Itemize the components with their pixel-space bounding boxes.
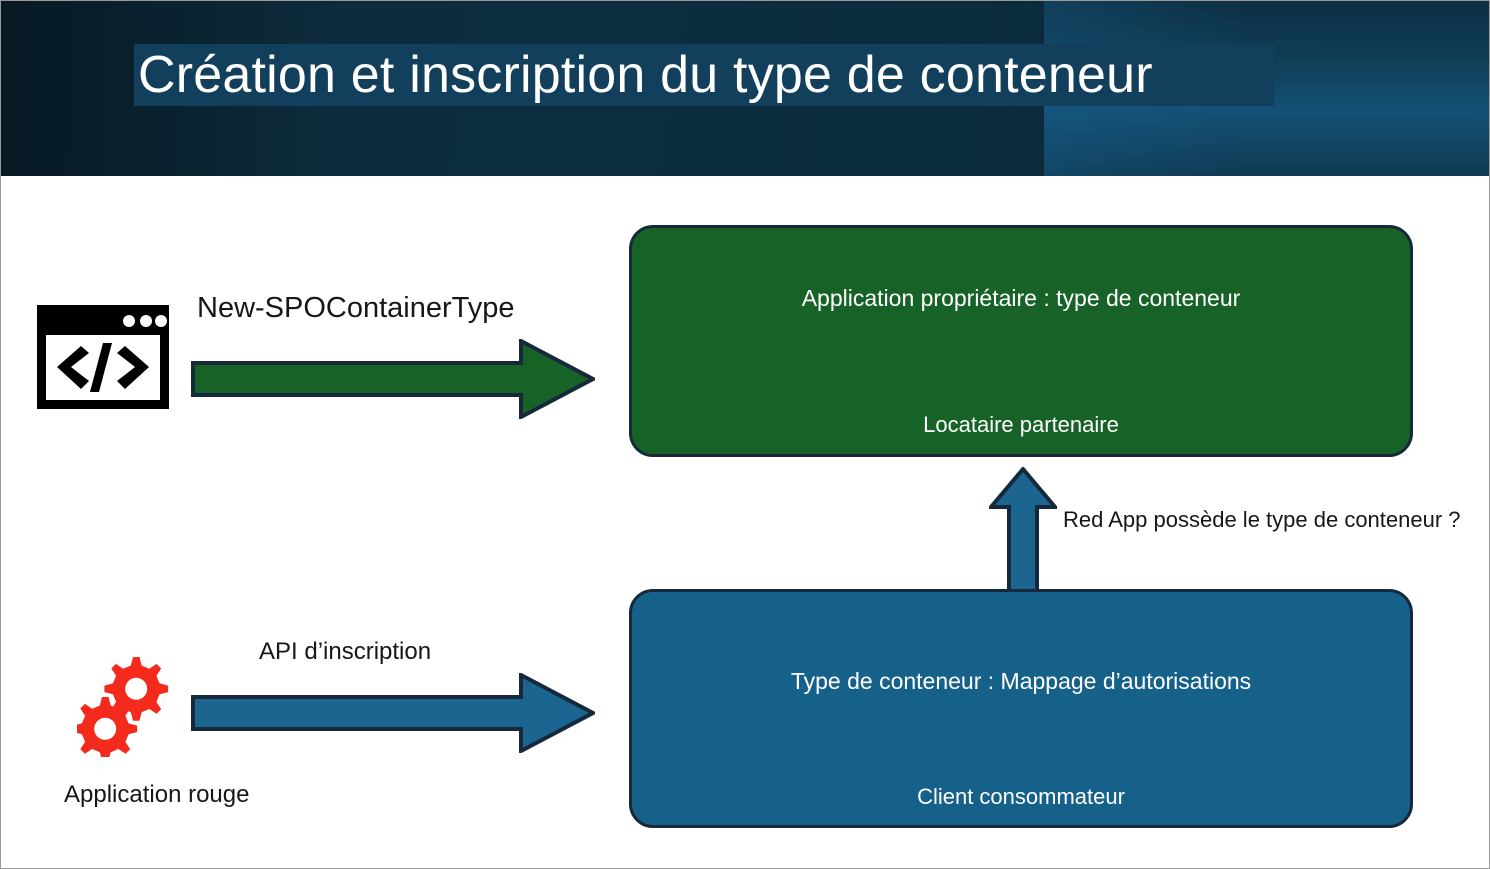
gears-icon: [73, 653, 169, 762]
label-ownership-question: Red App possède le type de conteneur ?: [1063, 507, 1461, 532]
label-new-spo-container-type: New-SPOContainerType: [197, 292, 515, 324]
arrow-new-spo-container-type: [191, 337, 598, 424]
title-highlight-box: [134, 44, 1274, 106]
label-registration-api: API d’inscription: [259, 638, 432, 665]
node-partner-tenant-subtitle: Locataire partenaire: [923, 412, 1119, 437]
arrow-ownership-check: [986, 465, 1060, 600]
node-partner-tenant: Application propriétaire : type de conte…: [629, 225, 1413, 457]
title-banner: Création et inscription du type de conte…: [1, 1, 1489, 176]
code-window-icon: [37, 305, 169, 414]
page-title: Création et inscription du type de conte…: [138, 46, 1153, 104]
arrow-registration-api: [191, 671, 598, 758]
node-consumer-tenant: Type de conteneur : Mappage d’autorisati…: [629, 589, 1413, 828]
label-application-rouge: Application rouge: [64, 781, 250, 808]
node-consumer-tenant-subtitle: Client consommateur: [917, 784, 1125, 809]
node-consumer-tenant-title: Type de conteneur : Mappage d’autorisati…: [790, 668, 1252, 694]
node-partner-tenant-title: Application propriétaire : type de conte…: [801, 285, 1241, 311]
diagram-area: New-SPOContainerType Application rouge A…: [1, 176, 1489, 868]
